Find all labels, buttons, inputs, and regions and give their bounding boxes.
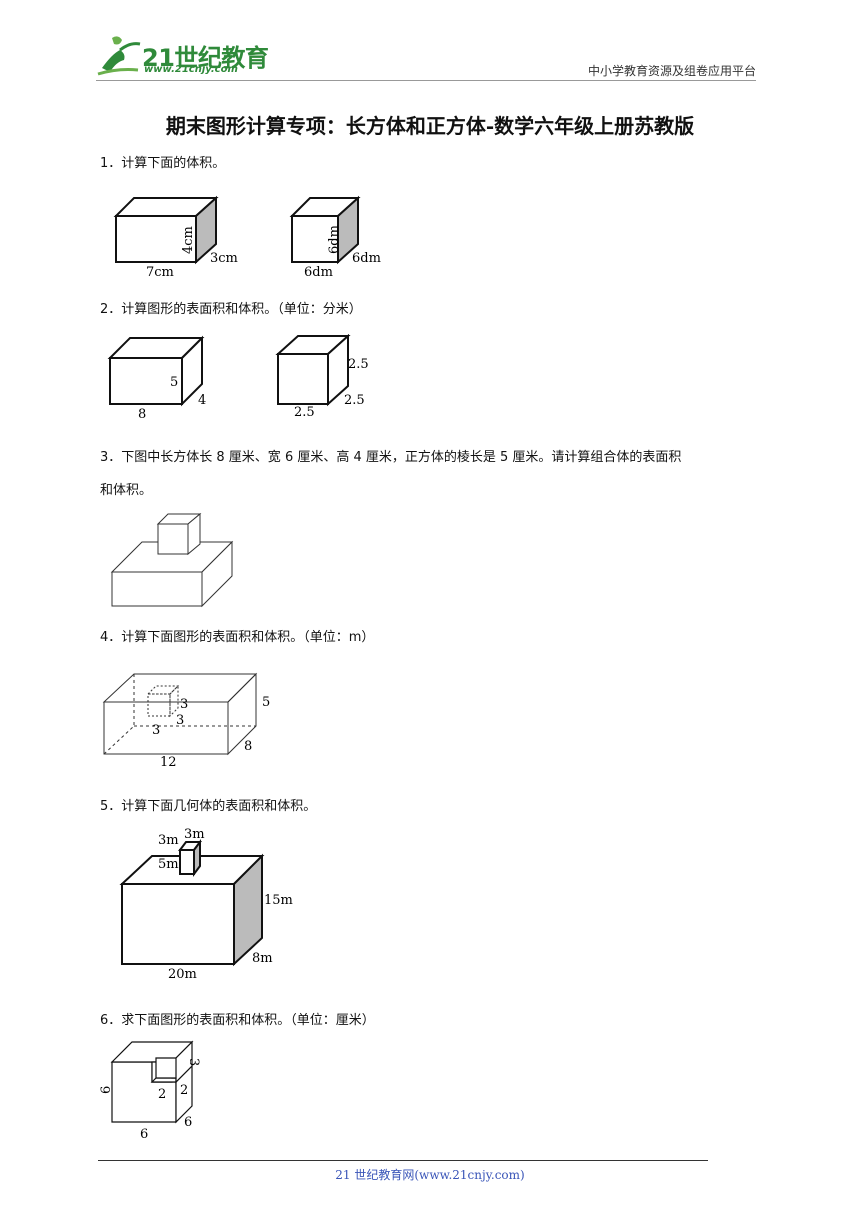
question-5-text: 5．计算下面几何体的表面积和体积。 (100, 799, 317, 814)
q1a-height: 4cm (181, 226, 196, 254)
question-4-text: 4．计算下面图形的表面积和体积。（单位：m） (100, 630, 375, 645)
q5-small-height: 5m (158, 857, 179, 872)
q5-width: 8m (252, 951, 273, 966)
q2b-length: 2.5 (294, 405, 315, 420)
q4-width: 8 (244, 739, 252, 754)
footer-text: 21 世纪教育网(www.21cnjy.com) (335, 1168, 525, 1182)
question-3-text-line1: 3．下图中长方体长 8 厘米、宽 6 厘米、高 4 厘米，正方体的棱长是 5 厘… (100, 450, 682, 465)
question-3-text-line2: 和体积。 (100, 483, 153, 498)
question-4-figure: 3 3 3 5 8 12 (102, 672, 270, 770)
q1b-length: 6dm (304, 265, 333, 280)
logo-runner-icon (97, 36, 141, 76)
question-6-text: 6．求下面图形的表面积和体积。（单位：厘米） (100, 1013, 375, 1028)
question-2-text: 2．计算图形的表面积和体积。（单位：分米） (100, 302, 362, 317)
question-3-figure (110, 512, 234, 608)
q2b-height: 2.5 (348, 357, 369, 372)
q5-height: 15m (264, 893, 293, 908)
question-6-figure: 6 6 6 3 2 2 (100, 1040, 201, 1142)
page-title: 期末图形计算专项：长方体和正方体-数学六年级上册苏教版 (165, 114, 695, 138)
header-divider (96, 80, 756, 81)
header-platform-name: 中小学教育资源及组卷应用平台 (587, 64, 756, 78)
question-5-figure: 3m 3m 5m 15m 8m 20m (119, 827, 293, 982)
q1a-length: 7cm (146, 265, 174, 280)
q5-small-length: 3m (158, 833, 179, 848)
footer-divider (98, 1160, 708, 1161)
q5-small-width: 3m (184, 827, 205, 842)
q2a-width: 4 (198, 393, 206, 408)
q4-height: 5 (262, 695, 270, 710)
q4-small-length: 3 (152, 723, 160, 738)
q6-cut-width: 2 (180, 1083, 188, 1098)
q2a-height: 5 (170, 375, 178, 390)
q6-height: 6 (100, 1086, 114, 1094)
q4-small-width: 3 (176, 713, 184, 728)
q5-length: 20m (168, 967, 197, 982)
q1b-height: 6dm (327, 225, 342, 254)
q1a-width: 3cm (210, 251, 238, 266)
question-1-text: 1．计算下面的体积。 (100, 156, 226, 171)
q4-length: 12 (160, 755, 177, 770)
logo-text: 21世纪教育 (142, 44, 269, 72)
q6-cut-length: 2 (158, 1087, 166, 1102)
q1b-width: 6dm (352, 251, 381, 266)
q2b-width: 2.5 (344, 393, 365, 408)
logo-url: www.21cnjy.com (144, 64, 238, 75)
q6-length: 6 (140, 1127, 148, 1142)
question-2-figures: 5 4 8 2.5 2.5 2.5 (107, 334, 369, 422)
q2a-length: 8 (138, 407, 146, 422)
q4-small-height: 3 (180, 697, 188, 712)
q6-width: 6 (184, 1115, 192, 1130)
q6-cut-height: 3 (186, 1058, 201, 1066)
question-1-figures: 4cm 3cm 7cm 6dm 6dm 6dm (113, 195, 381, 280)
